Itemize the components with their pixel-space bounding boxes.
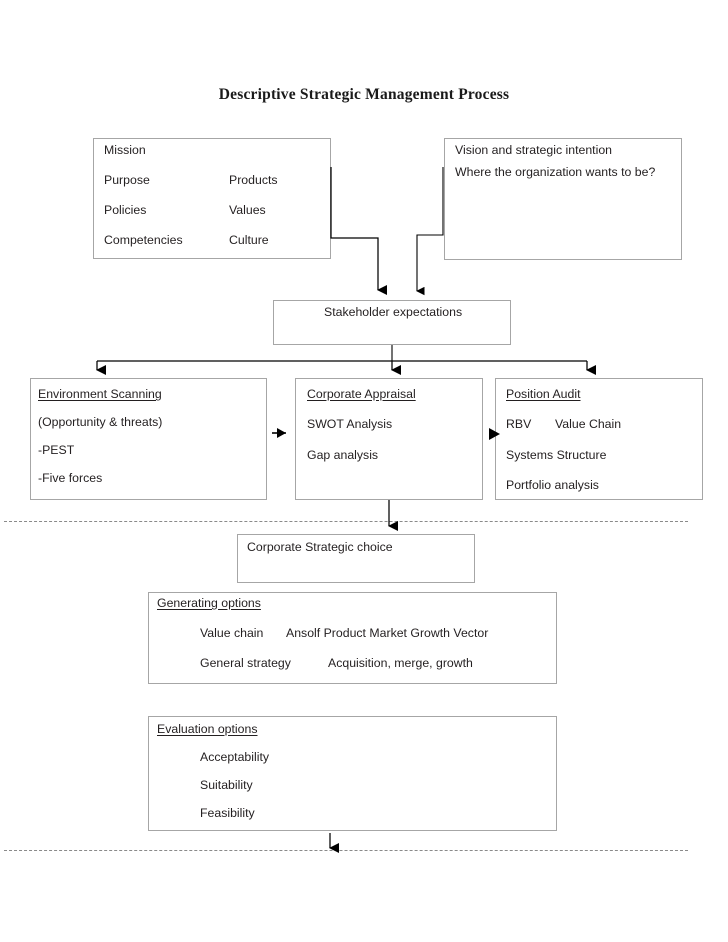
environment-scanning-item-2: -Five forces (38, 471, 103, 485)
evaluation-options-item-0: Acceptability (200, 750, 270, 764)
vision-line-2: Where the organization wants to be? (455, 165, 656, 179)
position-audit-heading: Position Audit (506, 387, 581, 401)
generating-options-row-1-left: General strategy (200, 656, 291, 670)
corporate-strategic-choice-label: Corporate Strategic choice (247, 540, 393, 554)
position-audit-row-rbv: RBV (506, 417, 532, 431)
stakeholder-expectations-label: Stakeholder expectations (324, 305, 463, 319)
generating-options-row-0-right: Ansolf Product Market Growth Vector (286, 626, 489, 640)
evaluation-options-item-1: Suitability (200, 778, 253, 792)
mission-row-2-right: Culture (229, 233, 269, 247)
mission-row-1-left: Policies (104, 203, 147, 217)
position-audit-box (495, 378, 703, 500)
dashed-divider-upper (4, 521, 688, 522)
corporate-strategic-choice-box (237, 534, 475, 583)
mission-row-2-left: Competencies (104, 233, 183, 247)
vision-box (444, 138, 682, 260)
mission-box (93, 138, 331, 259)
evaluation-options-heading: Evaluation options (157, 722, 258, 736)
connector-mission-to-stakeholder (330, 167, 387, 295)
mission-row-0-right: Products (229, 173, 278, 187)
corporate-appraisal-item-0: SWOT Analysis (307, 417, 393, 431)
evaluation-options-item-2: Feasibility (200, 806, 255, 820)
position-audit-item-1: Portfolio analysis (506, 478, 599, 492)
environment-scanning-item-1: -PEST (38, 443, 75, 457)
vision-heading: Vision and strategic intention (455, 143, 613, 157)
position-audit-row-value-chain: Value Chain (555, 417, 622, 431)
position-audit-item-0: Systems Structure (506, 448, 607, 462)
dashed-divider-lower (4, 850, 688, 851)
corporate-appraisal-box (295, 378, 483, 500)
stakeholder-expectations-box (273, 300, 511, 345)
evaluation-options-box (148, 716, 557, 831)
generating-options-heading: Generating options (157, 596, 261, 610)
connector-stakeholder-to-bus (96, 345, 596, 375)
environment-scanning-heading: Environment Scanning (38, 387, 162, 401)
generating-options-row-0-left: Value chain (200, 626, 264, 640)
mission-row-1-right: Values (229, 203, 266, 217)
generating-options-row-1-right: Acquisition, merge, growth (328, 656, 473, 670)
corporate-appraisal-item-1: Gap analysis (307, 448, 379, 462)
generating-options-box (148, 592, 557, 684)
mission-row-0-left: Purpose (104, 173, 150, 187)
mission-heading: Mission (104, 143, 146, 157)
page-title: Descriptive Strategic Management Process (218, 86, 510, 103)
environment-scanning-item-0: (Opportunity & threats) (38, 415, 163, 429)
environment-scanning-box (30, 378, 267, 500)
connector-vision-to-stakeholder (416, 167, 444, 296)
corporate-appraisal-heading: Corporate Appraisal (307, 387, 416, 401)
